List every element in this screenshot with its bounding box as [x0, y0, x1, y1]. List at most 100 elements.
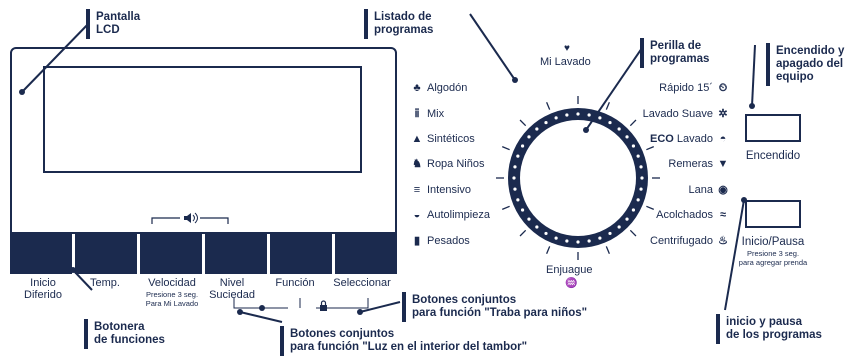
- knob-dot: [639, 165, 643, 169]
- button-label-soil: Nivel Suciedad: [209, 277, 255, 301]
- gentle-wash-icon: ✲: [718, 108, 728, 120]
- knob-mark: [605, 246, 610, 255]
- callout-program-list: Listado de programas: [364, 9, 434, 39]
- knob-position-marks: [496, 96, 660, 260]
- knob-dot: [598, 236, 602, 240]
- left-program-label: Autolimpieza: [427, 209, 490, 221]
- knob-dot: [576, 112, 580, 116]
- baby-clothes-icon: ♞: [412, 158, 422, 170]
- right-program-item: ECO Lavado◓: [650, 133, 733, 146]
- left-program-item: ◒ Autolimpieza: [407, 209, 490, 222]
- program-mi-lavado: Mi Lavado: [540, 56, 591, 68]
- knob-dot: [631, 144, 636, 148]
- cotton-icon: ♣: [413, 82, 421, 94]
- knob-dot: [565, 113, 569, 117]
- left-program-item: ⅱ Mix: [407, 108, 444, 121]
- knob-dot: [576, 240, 580, 244]
- delayed-start-button[interactable]: [10, 234, 72, 274]
- power-button[interactable]: [745, 114, 801, 142]
- knob-dot: [527, 135, 531, 139]
- knob-mark: [646, 146, 655, 151]
- start-pause-sub: Presione 3 seg. para agregar prenda: [738, 249, 808, 267]
- lock-icon: [320, 305, 327, 311]
- knob-dot: [608, 231, 612, 236]
- knob-dot: [527, 217, 531, 221]
- sound-indicator: [151, 212, 229, 224]
- knob-dot: [513, 187, 517, 191]
- knob-dot: [554, 236, 558, 240]
- right-program-label: Centrifugado: [650, 235, 713, 247]
- start-pause-label: Inicio/Pausa: [741, 236, 805, 248]
- soil-level-button[interactable]: [205, 234, 267, 274]
- button-label-temp: Temp.: [90, 277, 120, 289]
- knob-dot: [639, 187, 643, 191]
- tshirt-icon: ▼: [717, 158, 729, 170]
- knob-dot: [587, 239, 591, 243]
- right-program-label: Remeras: [668, 158, 713, 170]
- left-program-item: ♣Algodón: [407, 82, 467, 95]
- right-program-item: Remeras ▼: [668, 158, 733, 171]
- knob-dot: [631, 208, 636, 212]
- speed-button[interactable]: [140, 234, 202, 274]
- knob-dot: [512, 176, 516, 180]
- callout-function-buttons: Botonera de funciones: [84, 319, 165, 349]
- button-label-select: Seleccionar: [333, 277, 391, 289]
- knob-dot: [636, 154, 640, 158]
- knob-dot: [516, 198, 520, 202]
- button-sub-speed: Presione 3 seg. Para Mi Lavado: [145, 290, 199, 308]
- knob-mark: [629, 119, 637, 127]
- right-program-item: Centrifugado♨: [650, 235, 733, 248]
- knob-mark: [501, 146, 510, 151]
- right-program-label: Lavado: [673, 133, 713, 145]
- function-button[interactable]: [270, 234, 332, 274]
- right-program-item: Lavado Suave ✲: [643, 108, 733, 121]
- quick-15-icon: ⏲: [718, 82, 728, 94]
- left-program-label: Ropa Niños: [427, 158, 485, 170]
- knob-mark: [519, 229, 527, 237]
- right-program-label: Lavado Suave: [642, 108, 713, 120]
- right-program-label: Rápido 15´: [659, 82, 713, 94]
- knob-mark: [629, 229, 637, 237]
- left-program-item: ▮Pesados: [407, 235, 470, 248]
- intensive-icon: ≡: [413, 184, 421, 196]
- knob-mark: [519, 119, 527, 127]
- callout-start-pause: inicio y pausa de los programas: [716, 314, 822, 344]
- knob-dot: [636, 198, 640, 202]
- knob-dot: [640, 176, 644, 180]
- callout-drum-light: Botones conjuntos para función "Luz en e…: [280, 326, 528, 356]
- start-pause-button[interactable]: [745, 200, 801, 228]
- knob-dot: [565, 239, 569, 243]
- left-program-label: Intensivo: [427, 184, 472, 196]
- left-program-label: Sintéticos: [427, 133, 475, 145]
- knob-dot: [544, 120, 548, 125]
- callout-lcd: Pantalla LCD: [86, 9, 141, 39]
- self-clean-icon: ◒: [413, 209, 421, 221]
- knob-dot: [520, 208, 525, 212]
- rinse-icon: ♒: [565, 278, 578, 289]
- lcd-screen: [43, 66, 362, 173]
- callout-program-knob: Perilla de programas: [640, 38, 710, 68]
- mix-icon: ⅱ: [414, 108, 420, 120]
- temperature-button[interactable]: [75, 234, 137, 274]
- knob-mark: [546, 246, 551, 255]
- select-button[interactable]: [335, 234, 397, 274]
- callout-power: Encendido y apagado del equipo: [766, 43, 845, 86]
- program-enjuague: Enjuague: [546, 264, 593, 276]
- knob-dot: [625, 135, 629, 139]
- knob-dot: [617, 225, 621, 229]
- button-label-function: Función: [275, 277, 315, 289]
- program-knob[interactable]: [478, 78, 678, 278]
- left-program-label: Mix: [427, 108, 445, 120]
- right-program-label: Lana: [688, 184, 713, 196]
- knob-dot: [535, 225, 539, 229]
- power-label: Encendido: [745, 150, 801, 162]
- duvet-icon: ≈: [719, 209, 727, 221]
- right-program-label: Acolchados: [656, 209, 713, 221]
- knob-dot: [516, 154, 520, 158]
- right-program-item: Lana◉: [689, 184, 733, 197]
- bulb-icon: [259, 305, 265, 311]
- knob-dot: [544, 231, 548, 236]
- heart-icon: ♥: [564, 43, 570, 54]
- callout-child-lock: Botones conjuntos para función "Traba pa…: [402, 292, 588, 322]
- knob-mark: [501, 205, 510, 210]
